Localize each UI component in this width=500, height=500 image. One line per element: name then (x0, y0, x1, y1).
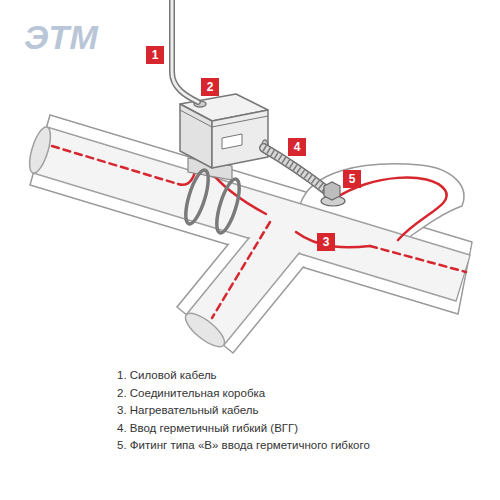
cable-hidden (212, 222, 270, 318)
part-name-item: 5. Фитинг типа «В» ввода герметичного ги… (117, 438, 370, 452)
conduit-fitting (321, 182, 345, 206)
callout-number: 2 (201, 78, 219, 96)
watermark: ЭТМ (24, 18, 98, 56)
callout-number: 5 (343, 170, 361, 188)
box-plate (222, 134, 242, 149)
part-name-item: 3. Нагревательный кабель (117, 403, 259, 417)
part-name-item: 4. Ввод герметичный гибкий (ВГГ) (117, 421, 298, 435)
cable-hidden (370, 246, 466, 272)
power-cable-sheath (172, 0, 198, 102)
power-cable (172, 0, 198, 102)
pipe-clamp (181, 168, 244, 235)
heating-cable (52, 146, 466, 318)
clamp-band (181, 168, 213, 226)
callout-number: 3 (317, 233, 335, 251)
pipe-end (181, 308, 230, 352)
fitting-nut (324, 182, 340, 200)
box-lid-rim (180, 110, 268, 127)
box-front (180, 104, 212, 168)
box-side (212, 110, 268, 168)
part-name-item: 1. Силовой кабель (117, 368, 217, 382)
part-name-item: 2. Соединительная коробка (117, 386, 265, 400)
pipe-end (25, 125, 54, 176)
callout-number: 1 (146, 46, 164, 64)
cable-hidden (52, 146, 178, 184)
power-cable-core (172, 0, 198, 102)
callout-number: 4 (288, 138, 306, 156)
clamp-band (212, 177, 244, 235)
junction-box (180, 94, 268, 168)
